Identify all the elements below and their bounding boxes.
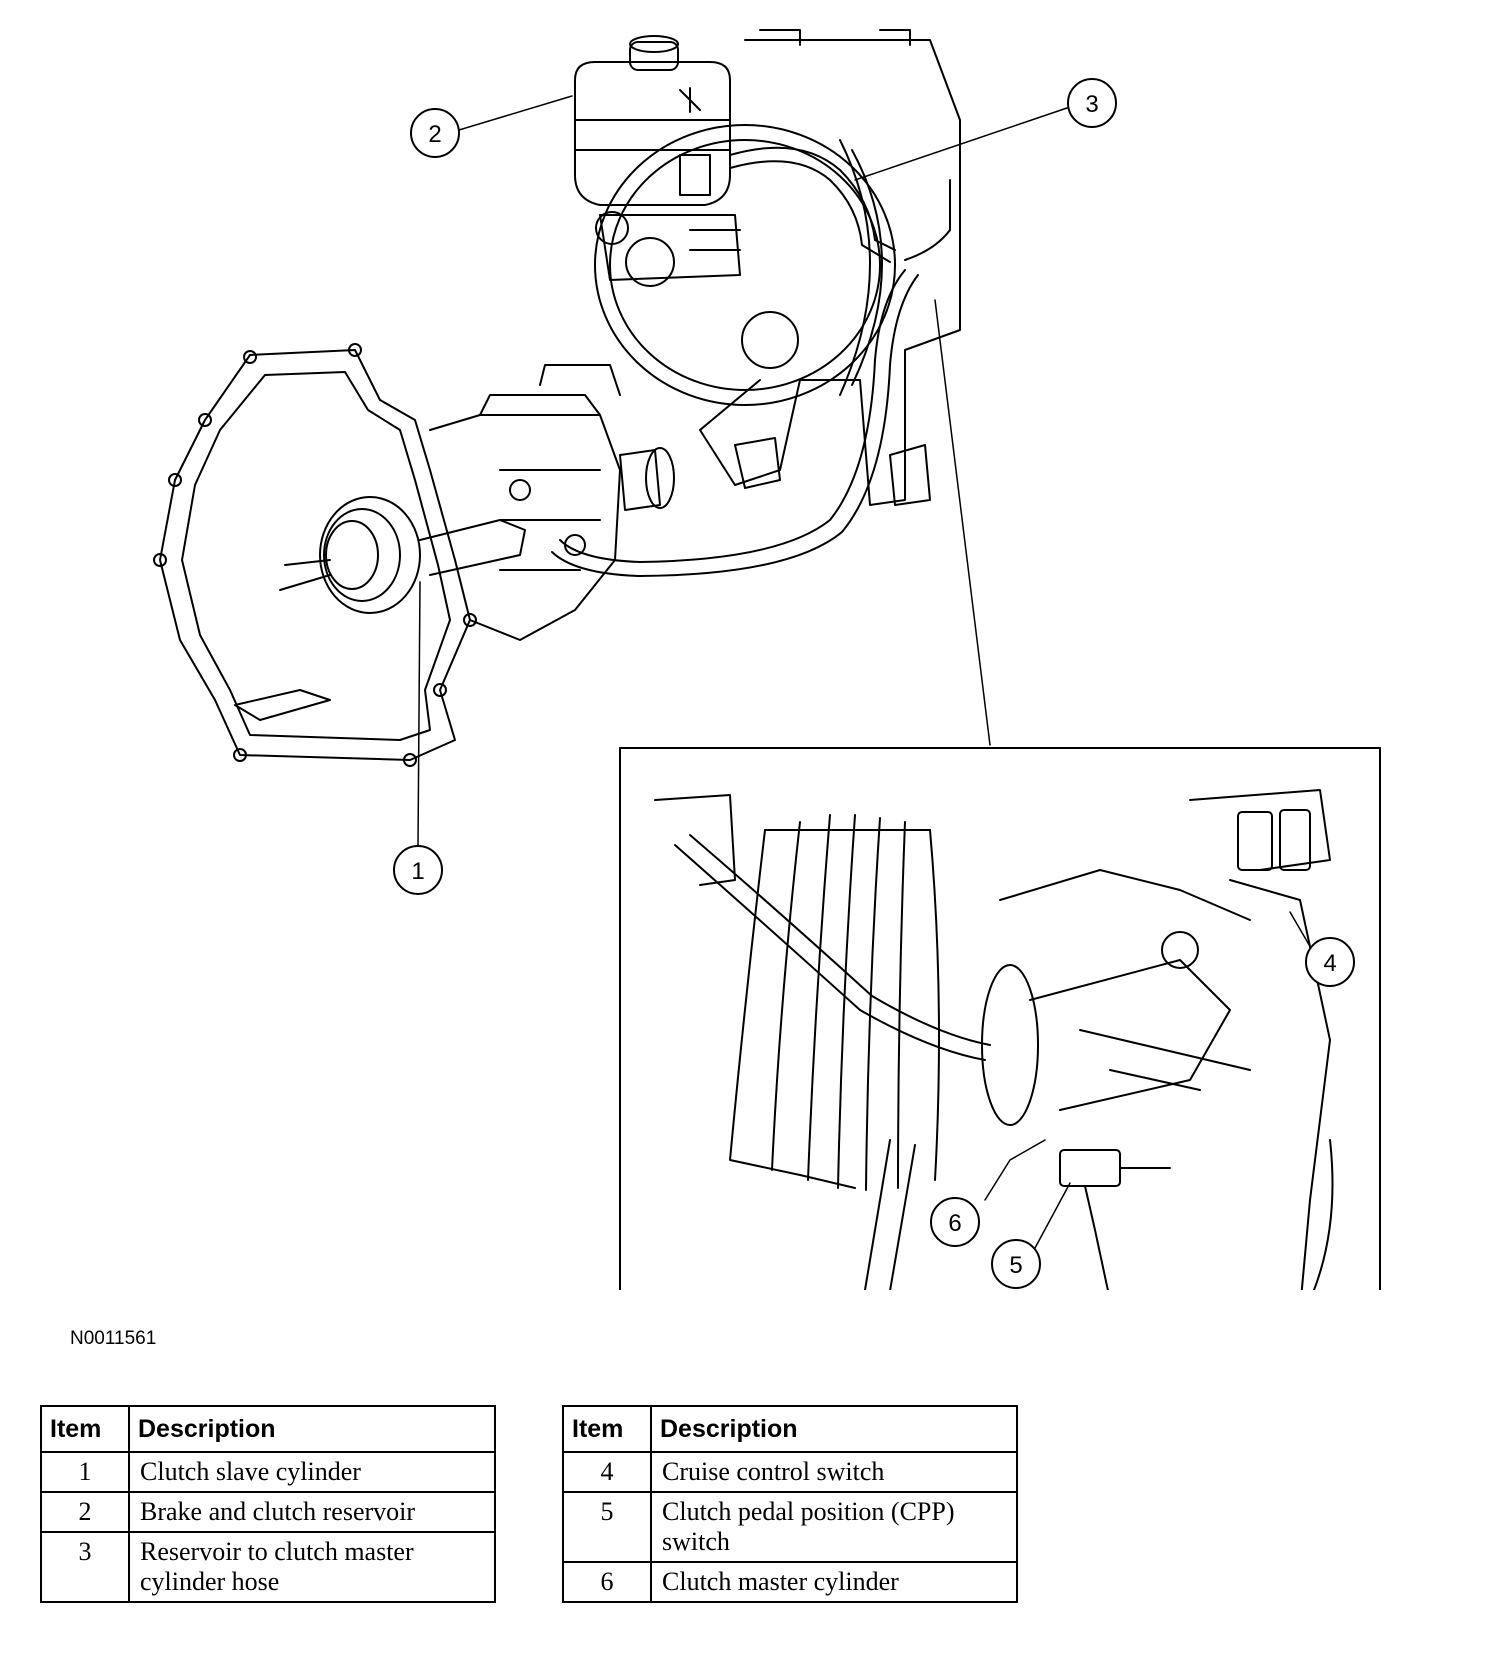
brake-clutch-reservoir bbox=[574, 35, 741, 287]
callout-4: 4 bbox=[1305, 937, 1355, 987]
leader-lines-main bbox=[417, 95, 1068, 846]
legend-header-row: Item Description bbox=[40, 1405, 496, 1453]
svg-text:6: 6 bbox=[948, 1210, 961, 1237]
description-header: Description bbox=[650, 1405, 1018, 1453]
svg-text:5: 5 bbox=[1009, 1252, 1022, 1279]
item-number: 3 bbox=[40, 1531, 130, 1603]
item-number: 5 bbox=[562, 1491, 652, 1563]
table-row: 2 Brake and clutch reservoir bbox=[40, 1491, 496, 1533]
table-row: 1 Clutch slave cylinder bbox=[40, 1451, 496, 1493]
table-row: 3 Reservoir to clutch master cylinder ho… bbox=[40, 1531, 496, 1603]
figure-id: N0011561 bbox=[70, 1328, 157, 1349]
svg-text:4: 4 bbox=[1323, 950, 1336, 977]
item-number: 1 bbox=[40, 1451, 130, 1493]
table-row: 6 Clutch master cylinder bbox=[562, 1561, 1018, 1603]
item-description: Clutch slave cylinder bbox=[128, 1451, 496, 1493]
transmission bbox=[153, 343, 675, 767]
description-header: Description bbox=[128, 1405, 496, 1453]
legend-header-row: Item Description bbox=[562, 1405, 1018, 1453]
callout-2: 2 bbox=[410, 108, 460, 158]
item-description: Cruise control switch bbox=[650, 1451, 1018, 1493]
item-header: Item bbox=[562, 1405, 652, 1453]
item-description: Brake and clutch reservoir bbox=[128, 1491, 496, 1533]
reservoir-hose bbox=[729, 146, 951, 263]
item-number: 4 bbox=[562, 1451, 652, 1493]
callout-1: 1 bbox=[393, 845, 443, 895]
svg-text:3: 3 bbox=[1085, 91, 1098, 118]
clutch-hydraulic-diagram: 1 2 3 4 5 6 bbox=[153, 29, 1381, 1290]
item-number: 6 bbox=[562, 1561, 652, 1603]
brake-booster-assembly bbox=[594, 29, 961, 506]
callout-6: 6 bbox=[930, 1197, 980, 1247]
legend-table-left: Item Description 1 Clutch slave cylinder… bbox=[40, 1405, 496, 1603]
callout-3: 3 bbox=[1067, 78, 1117, 128]
legend-table-right: Item Description 4 Cruise control switch… bbox=[562, 1405, 1018, 1603]
inset-detail-view bbox=[619, 747, 1381, 1290]
item-description: Clutch pedal position (CPP) switch bbox=[650, 1491, 1018, 1563]
svg-text:1: 1 bbox=[411, 858, 424, 885]
clutch-hydraulic-line bbox=[551, 269, 919, 577]
item-description: Clutch master cylinder bbox=[650, 1561, 1018, 1603]
item-header: Item bbox=[40, 1405, 130, 1453]
inset-booster-detail bbox=[654, 789, 1334, 1290]
item-description: Reservoir to clutch master cylinder hose bbox=[128, 1531, 496, 1603]
item-number: 2 bbox=[40, 1491, 130, 1533]
table-row: 4 Cruise control switch bbox=[562, 1451, 1018, 1493]
table-row: 5 Clutch pedal position (CPP) switch bbox=[562, 1491, 1018, 1563]
callout-5: 5 bbox=[991, 1239, 1041, 1289]
svg-text:2: 2 bbox=[428, 121, 441, 148]
